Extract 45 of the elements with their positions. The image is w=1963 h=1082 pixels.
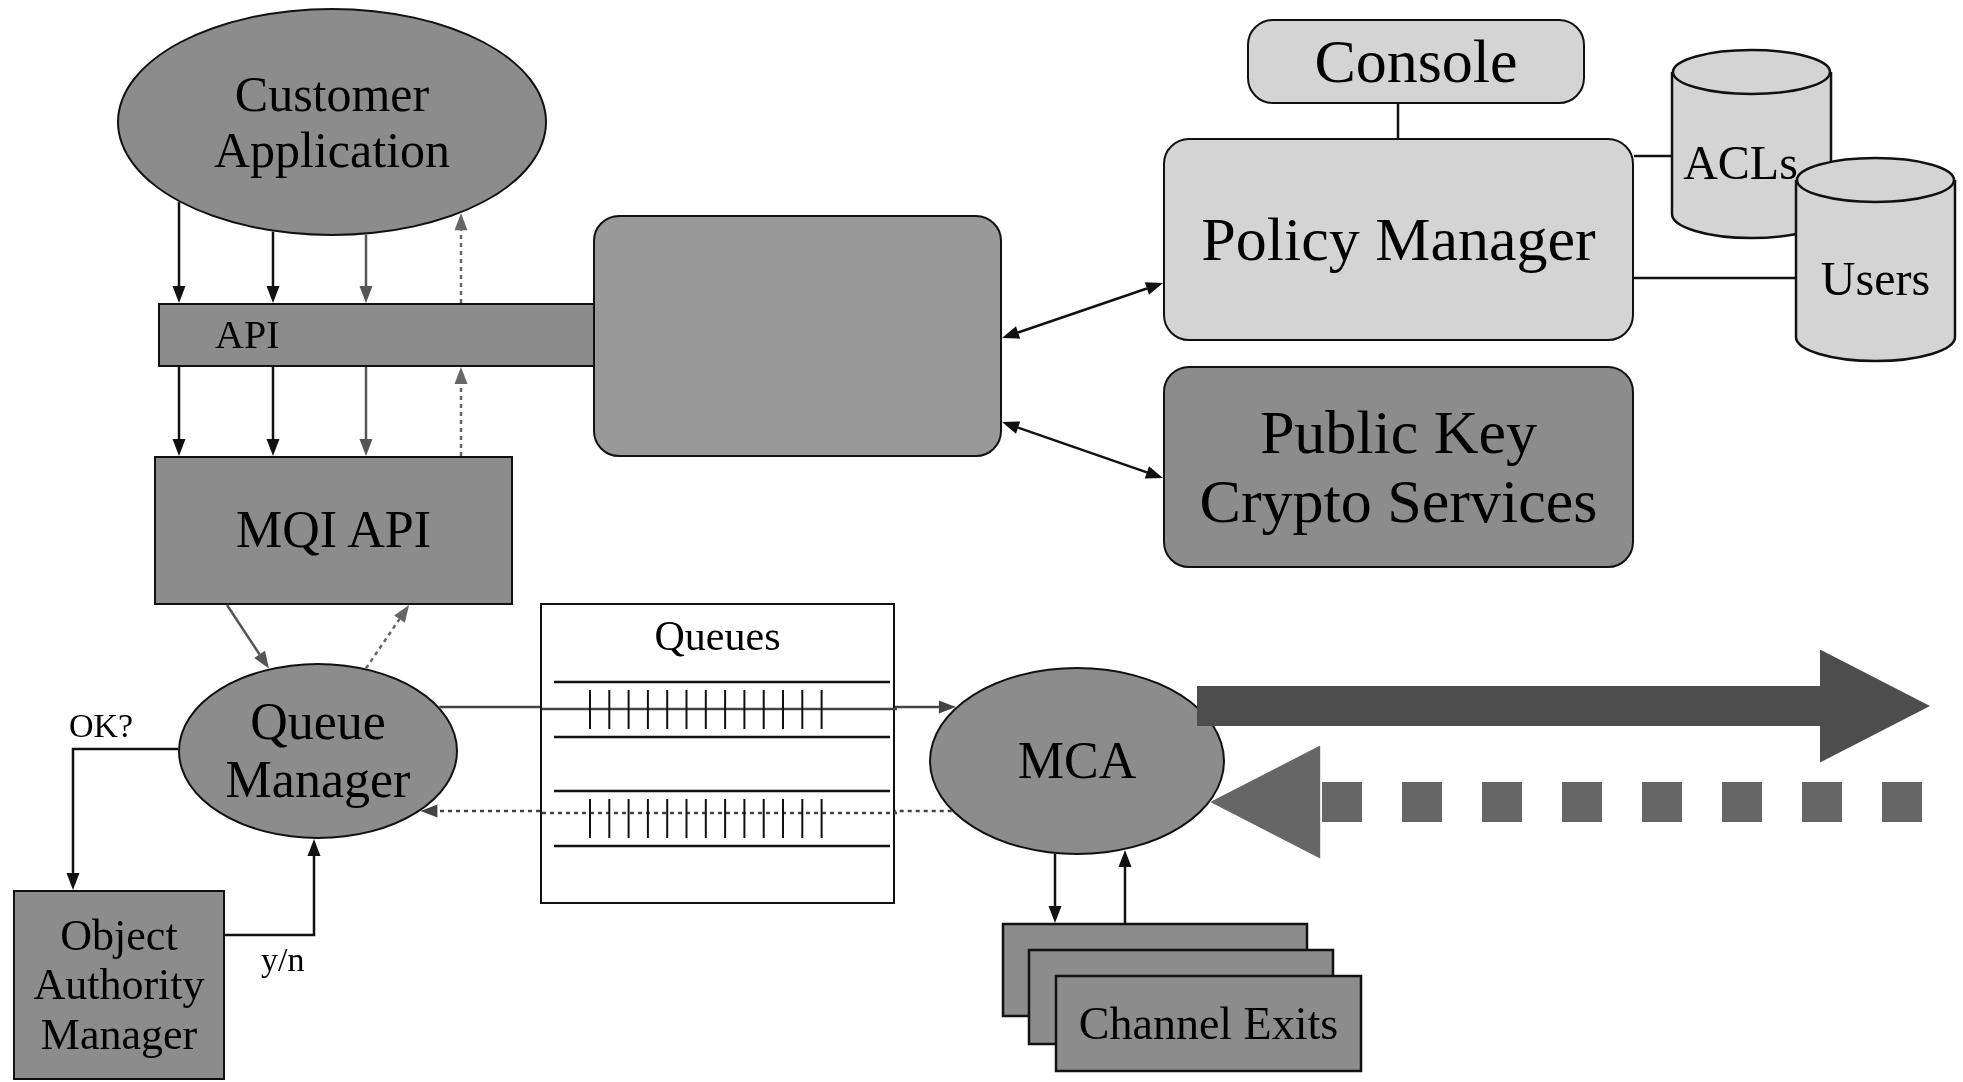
rounded-box — [1163, 138, 1634, 341]
arrow — [1002, 421, 1163, 479]
node-label: Public Key Crypto Services — [1198, 397, 1599, 537]
arrow — [172, 202, 186, 303]
link-arrow — [1197, 649, 1930, 763]
arrow — [364, 605, 410, 669]
arrow — [266, 367, 280, 456]
arrow — [266, 231, 280, 303]
node-label: Console — [1314, 26, 1518, 97]
connector-line — [895, 809, 952, 813]
arrow — [225, 604, 269, 669]
node-label: MCA — [1017, 731, 1137, 791]
arrow — [420, 804, 540, 818]
connector-line — [1396, 104, 1400, 138]
node-label: Policy Manager — [1201, 204, 1596, 275]
arrow — [359, 367, 373, 456]
rounded-box — [593, 215, 1002, 457]
arrow — [172, 367, 186, 456]
connector-line — [1634, 276, 1795, 280]
arrow — [454, 367, 468, 456]
connector-line — [1634, 154, 1671, 158]
node-label: MQI API — [236, 501, 431, 560]
rounded-box — [1247, 19, 1585, 104]
arrow — [359, 234, 373, 303]
node-label: Channel Exits — [1078, 998, 1339, 1050]
node-label: API — [215, 312, 280, 358]
arrow — [895, 700, 956, 714]
node-label: Object Authority Manager — [32, 911, 206, 1059]
connector-line — [439, 705, 540, 709]
arrow — [1048, 854, 1062, 923]
arrow — [66, 747, 178, 890]
arrow — [225, 839, 321, 937]
rounded-box — [1163, 366, 1634, 568]
queues-panel — [540, 603, 895, 904]
node-label: Queue Manager — [224, 692, 412, 810]
arrow — [1002, 282, 1163, 339]
process-box — [154, 456, 513, 605]
link-arrow — [1210, 745, 1922, 859]
arrow — [454, 213, 468, 303]
arrow — [1118, 849, 1132, 923]
node-label: Customer Application — [212, 66, 452, 178]
process-box — [13, 890, 225, 1080]
api-bar — [158, 303, 595, 367]
stacked-boxes — [1002, 923, 1362, 1072]
node-label: Queues — [654, 613, 781, 661]
